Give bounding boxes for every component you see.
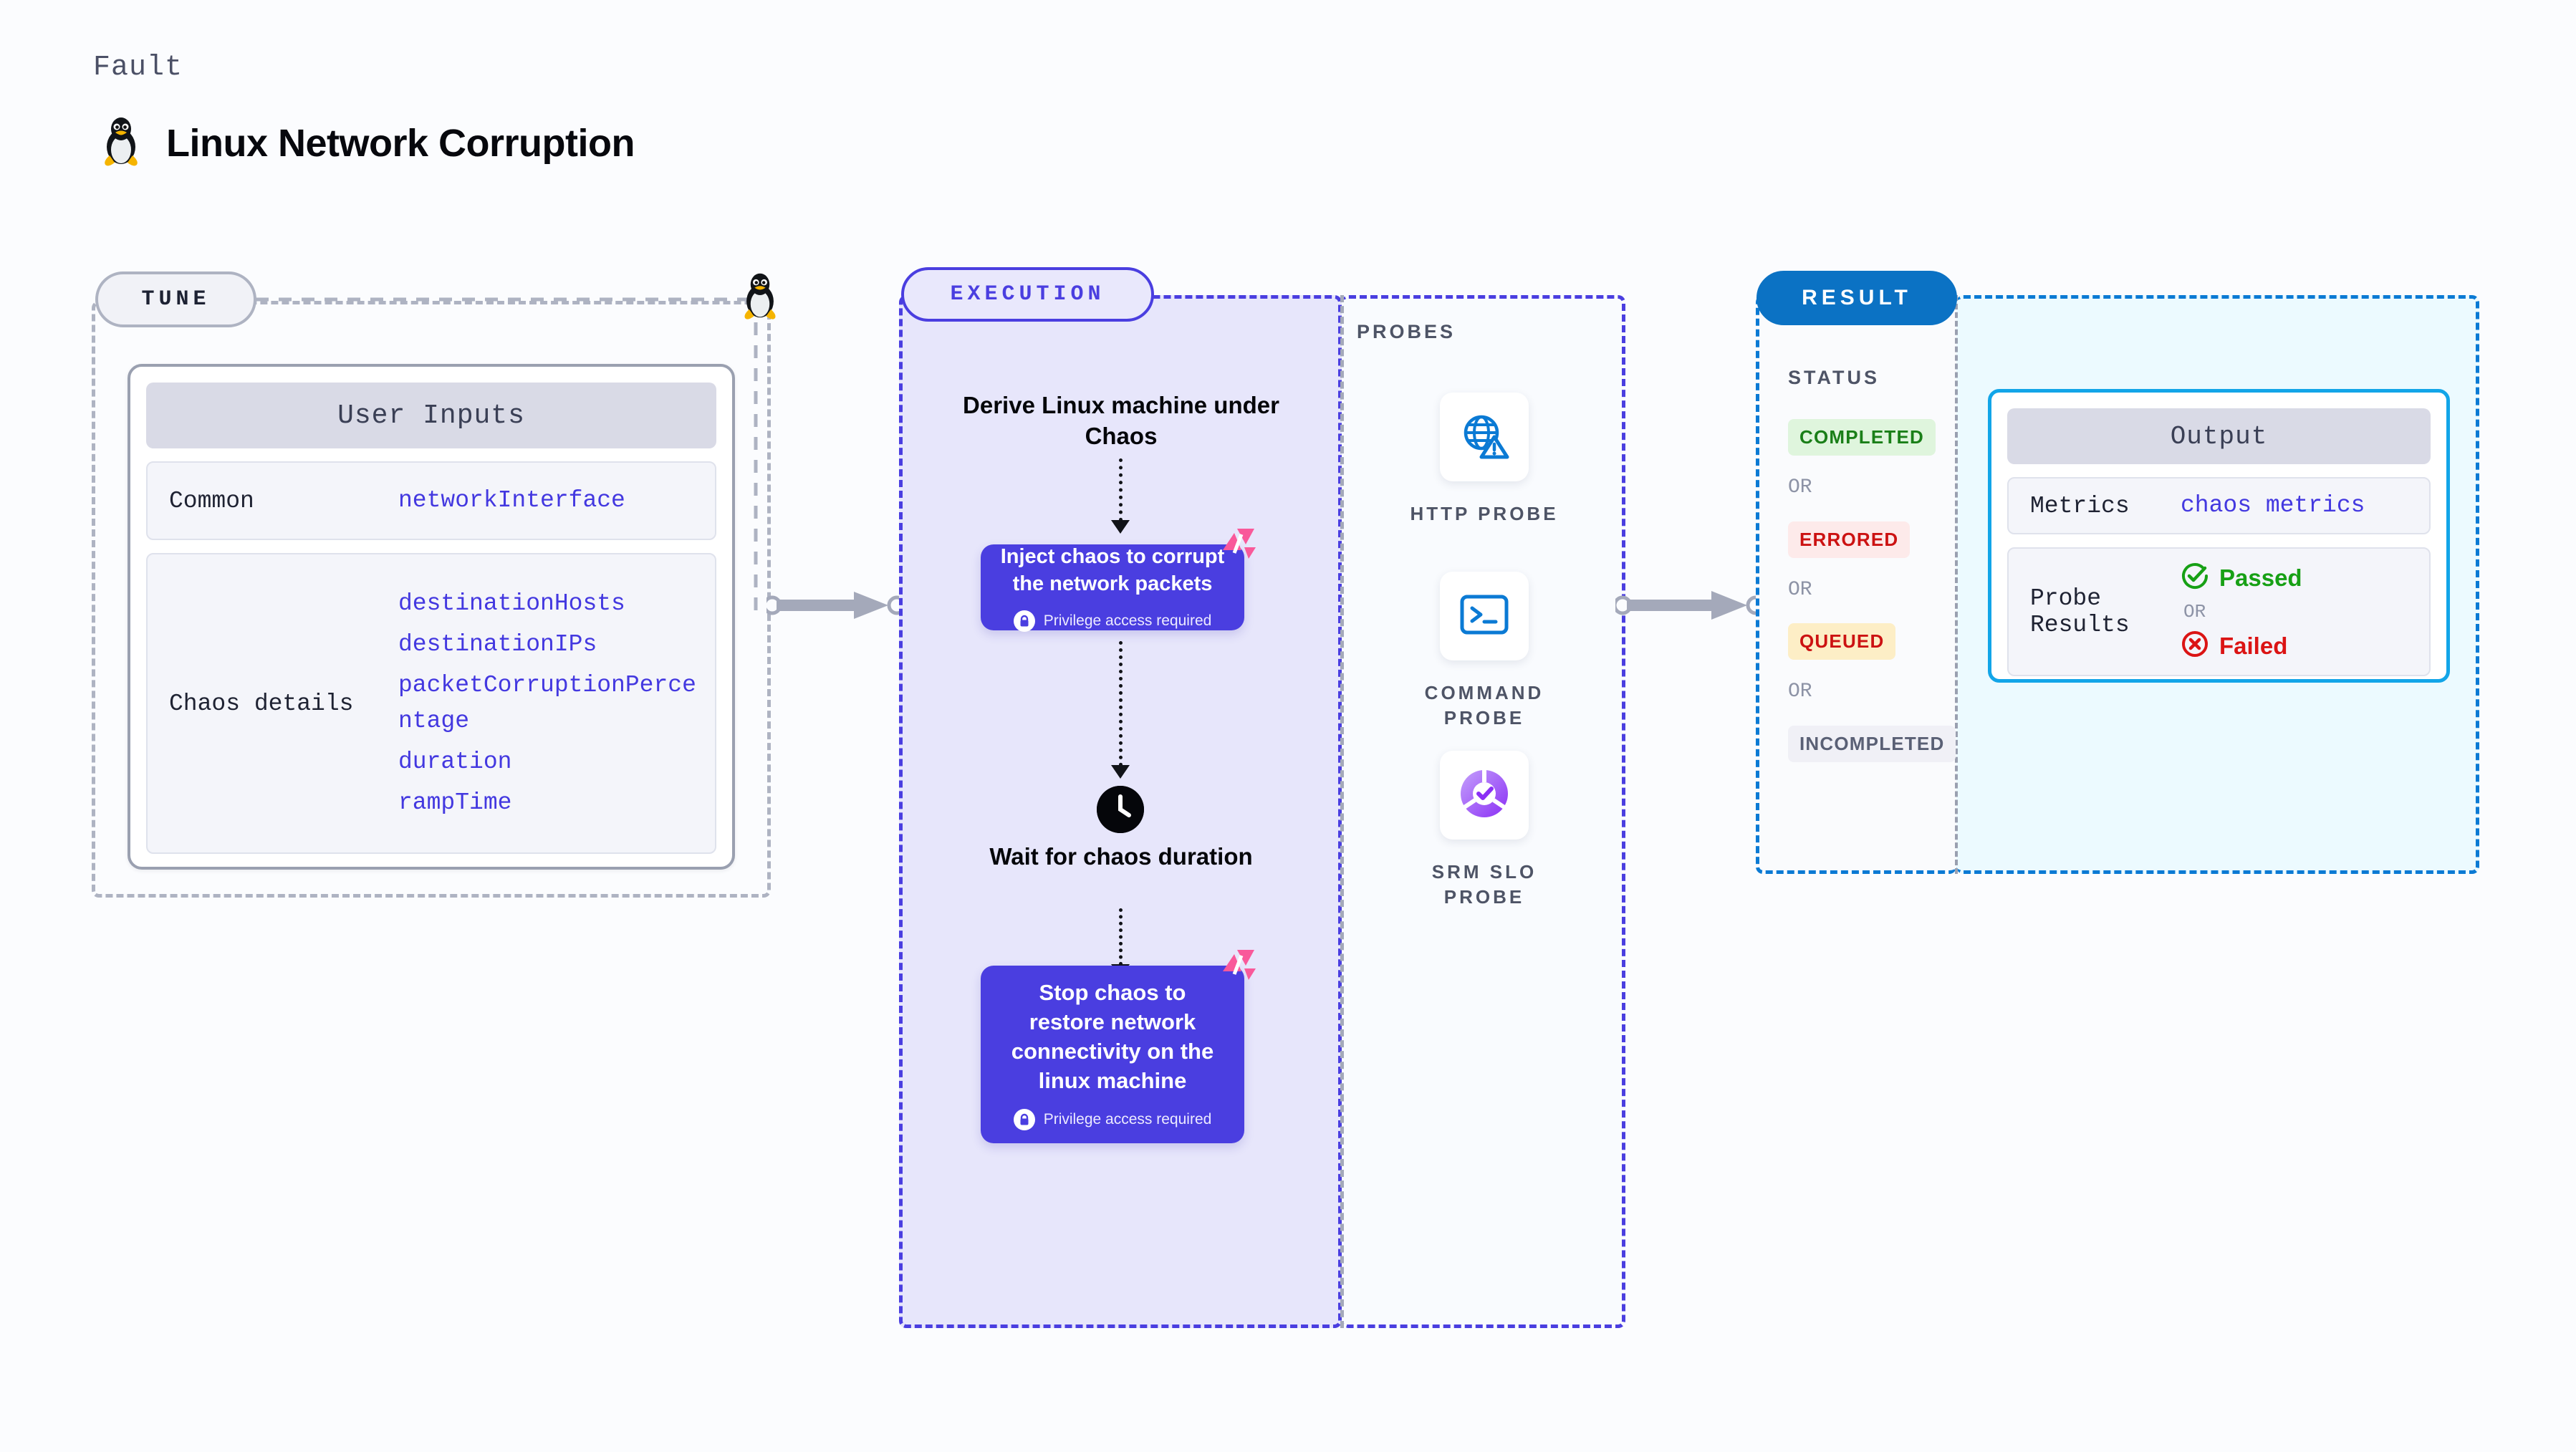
output-row-probe-results: Probe Results Passed OR — [2007, 547, 2431, 676]
output-row-metrics: Metrics chaos metrics — [2007, 477, 2431, 534]
privilege-text: Privilege access required — [1043, 1110, 1212, 1128]
chaos-box-title: Stop chaos to restore network connectivi… — [1011, 980, 1214, 1093]
probe-result-passed: Passed — [2181, 562, 2302, 594]
x-circle-icon — [2181, 630, 2209, 662]
status-section-label: STATUS — [1788, 367, 1880, 388]
chaos-box-title: Inject chaos to corrupt the network pack… — [1000, 544, 1225, 595]
probes-to-result-arrow — [1615, 591, 1766, 620]
row-key: Common — [169, 487, 254, 514]
input-value[interactable]: destinationIPs — [398, 630, 597, 658]
result-divider — [1955, 295, 1958, 874]
fault-kicker-label: Fault — [93, 52, 183, 84]
user-inputs-card: User Inputs Common networkInterface Chao… — [128, 364, 735, 870]
user-inputs-row-chaos-details: Chaos details destinationHosts destinati… — [146, 553, 716, 854]
probes-section-label: PROBES — [1357, 321, 1456, 342]
failed-label: Failed — [2219, 632, 2288, 659]
globe-warning-icon — [1458, 410, 1510, 465]
tune-to-execution-arrow — [766, 592, 907, 619]
lock-icon — [1013, 610, 1035, 633]
result-pill: RESULT — [1756, 271, 1957, 325]
page-title: Linux Network Corruption — [166, 121, 635, 165]
row-values: networkInterface — [398, 478, 640, 524]
status-badge-completed: COMPLETED — [1788, 419, 1936, 456]
status-badge-queued: QUEUED — [1788, 623, 1896, 660]
probe-label-command: COMMAND PROBE — [1424, 682, 1544, 729]
or-label: OR — [1788, 579, 1812, 601]
output-card-title: Output — [2007, 408, 2431, 464]
probe-tile-command[interactable] — [1440, 572, 1529, 660]
check-circle-icon — [2181, 562, 2209, 594]
execution-pill: EXECUTION — [901, 267, 1154, 322]
input-value[interactable]: destinationHosts — [398, 590, 625, 617]
execution-step-inject-chaos[interactable]: Inject chaos to corrupt the network pack… — [981, 529, 1256, 633]
flow-line-3 — [1119, 908, 1123, 966]
slo-donut-check-icon — [1456, 766, 1512, 825]
execution-step-stop-chaos[interactable]: Stop chaos to restore network connectivi… — [981, 950, 1256, 1143]
or-label: OR — [2183, 601, 2206, 622]
tune-pill: TUNE — [95, 271, 256, 327]
clock-icon — [1097, 786, 1144, 833]
probe-result-failed: Failed — [2181, 630, 2302, 662]
input-value[interactable]: packetCorruptionPercentage — [398, 671, 696, 734]
linux-penguin-icon-connector — [740, 271, 780, 324]
row-key: Probe Results — [2030, 585, 2130, 638]
flow-arrow-1 — [1111, 520, 1130, 534]
probes-divider — [1340, 295, 1344, 1328]
or-label: OR — [1788, 681, 1812, 703]
harness-logo-icon — [1213, 526, 1257, 570]
row-key: Chaos details — [169, 690, 354, 717]
user-inputs-title: User Inputs — [146, 383, 716, 448]
input-value[interactable]: rampTime — [398, 789, 512, 817]
result-status-panel — [1756, 295, 1956, 874]
privilege-note: Privilege access required — [1013, 1108, 1212, 1130]
output-card: Output Metrics chaos metrics Probe Resul… — [1988, 389, 2450, 683]
fault-title-row: Linux Network Corruption — [100, 115, 635, 171]
status-badge-incompleted: INCOMPLETED — [1788, 726, 1956, 762]
flow-arrow-2 — [1111, 765, 1130, 779]
user-inputs-row-common: Common networkInterface — [146, 461, 716, 540]
privilege-note: Privilege access required — [1013, 610, 1212, 633]
probe-result-values: Passed OR Failed — [2181, 562, 2302, 662]
input-value[interactable]: duration — [398, 749, 512, 776]
or-label: OR — [1788, 476, 1812, 499]
probe-tile-http[interactable] — [1440, 393, 1529, 481]
passed-label: Passed — [2219, 564, 2302, 591]
terminal-icon — [1458, 592, 1510, 640]
row-values: chaos metrics — [2181, 483, 2379, 529]
harness-logo-icon — [1213, 947, 1257, 991]
row-key: Metrics — [2030, 492, 2130, 519]
lock-icon — [1013, 1108, 1035, 1130]
execution-step-wait-duration: Wait for chaos duration — [989, 843, 1253, 870]
linux-penguin-icon — [100, 115, 142, 171]
privilege-text: Privilege access required — [1043, 612, 1212, 630]
probe-tile-srm-slo[interactable] — [1440, 751, 1529, 840]
input-value[interactable]: networkInterface — [398, 486, 625, 514]
flow-line-1 — [1119, 458, 1123, 521]
flow-line-2 — [1119, 641, 1123, 766]
probe-label-http: HTTP PROBE — [1410, 503, 1559, 524]
status-badge-errored: ERRORED — [1788, 521, 1911, 558]
row-values: destinationHosts destinationIPs packetCo… — [398, 581, 715, 827]
metrics-value[interactable]: chaos metrics — [2181, 491, 2365, 519]
tune-connector — [256, 297, 758, 612]
probe-label-srm-slo: SRM SLO PROBE — [1431, 861, 1537, 908]
execution-step-derive-machine: Derive Linux machine under Chaos — [963, 392, 1279, 449]
